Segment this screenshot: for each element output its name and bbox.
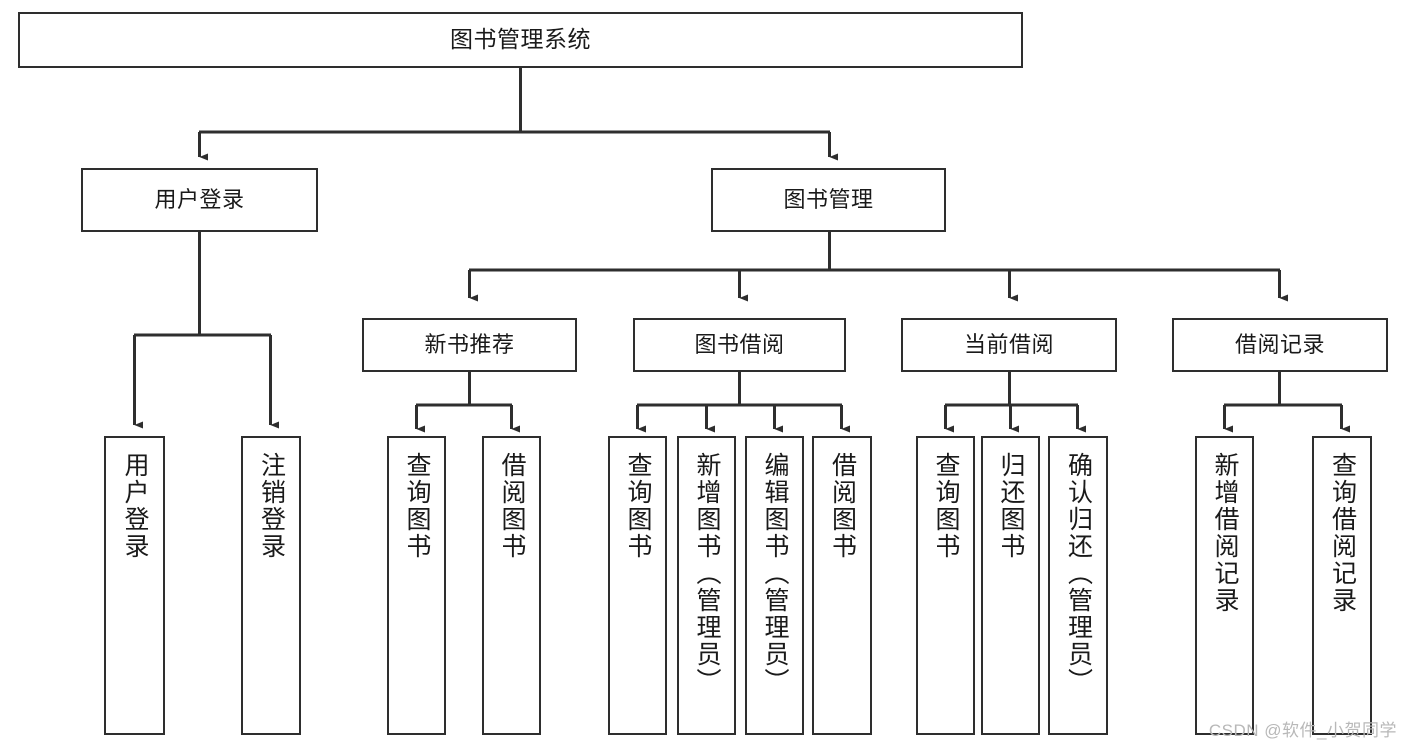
node-current-borrow[interactable]: 当前借阅: [901, 318, 1117, 372]
node-leaf-confirm-return-admin-label: 确认归还（管理员）: [1064, 452, 1093, 695]
node-leaf-query-book-current-label: 查询图书: [932, 452, 960, 560]
node-leaf-borrow-book-recommend[interactable]: 借阅图书: [482, 436, 541, 735]
node-leaf-borrow-book-borrow[interactable]: 借阅图书: [812, 436, 872, 735]
node-leaf-query-book-recommend[interactable]: 查询图书: [387, 436, 446, 735]
node-user-login-label: 用户登录: [154, 187, 245, 213]
node-leaf-user-login[interactable]: 用户登录: [104, 436, 165, 735]
node-leaf-confirm-return-admin[interactable]: 确认归还（管理员）: [1048, 436, 1108, 735]
node-book-borrow[interactable]: 图书借阅: [633, 318, 846, 372]
node-leaf-return-book-label: 归还图书: [997, 452, 1025, 560]
node-user-login[interactable]: 用户登录: [81, 168, 318, 232]
node-leaf-query-borrow-record[interactable]: 查询借阅记录: [1312, 436, 1372, 735]
node-leaf-user-logout-label: 注销登录: [257, 452, 286, 560]
node-leaf-query-book-recommend-label: 查询图书: [403, 452, 431, 560]
node-leaf-add-book-admin[interactable]: 新增图书（管理员）: [677, 436, 736, 735]
node-book-management[interactable]: 图书管理: [711, 168, 946, 232]
node-leaf-borrow-book-recommend-label: 借阅图书: [498, 452, 526, 560]
node-leaf-user-logout[interactable]: 注销登录: [241, 436, 301, 735]
node-leaf-query-book-current[interactable]: 查询图书: [916, 436, 975, 735]
node-leaf-edit-book-admin[interactable]: 编辑图书（管理员）: [745, 436, 804, 735]
node-current-borrow-label: 当前借阅: [963, 332, 1054, 358]
node-leaf-add-borrow-record[interactable]: 新增借阅记录: [1195, 436, 1254, 735]
node-book-management-label: 图书管理: [783, 187, 874, 213]
node-new-book-recommend-label: 新书推荐: [424, 332, 515, 358]
node-new-book-recommend[interactable]: 新书推荐: [362, 318, 577, 372]
node-root-system[interactable]: 图书管理系统: [18, 12, 1023, 68]
node-leaf-borrow-book-borrow-label: 借阅图书: [828, 452, 857, 560]
node-leaf-query-book-borrow[interactable]: 查询图书: [608, 436, 667, 735]
node-leaf-user-login-label: 用户登录: [121, 452, 149, 560]
node-leaf-query-book-borrow-label: 查询图书: [624, 452, 652, 560]
node-borrow-record[interactable]: 借阅记录: [1172, 318, 1388, 372]
node-leaf-add-borrow-record-label: 新增借阅记录: [1211, 452, 1239, 614]
csdn-watermark: CSDN @软件_小贺同学: [1208, 721, 1397, 740]
node-leaf-add-book-admin-label: 新增图书（管理员）: [693, 452, 721, 695]
node-book-borrow-label: 图书借阅: [694, 332, 785, 358]
node-root-system-label: 图书管理系统: [450, 26, 591, 53]
node-leaf-edit-book-admin-label: 编辑图书（管理员）: [761, 452, 789, 695]
node-leaf-query-borrow-record-label: 查询借阅记录: [1328, 452, 1357, 614]
node-leaf-return-book[interactable]: 归还图书: [981, 436, 1040, 735]
node-borrow-record-label: 借阅记录: [1234, 332, 1325, 358]
